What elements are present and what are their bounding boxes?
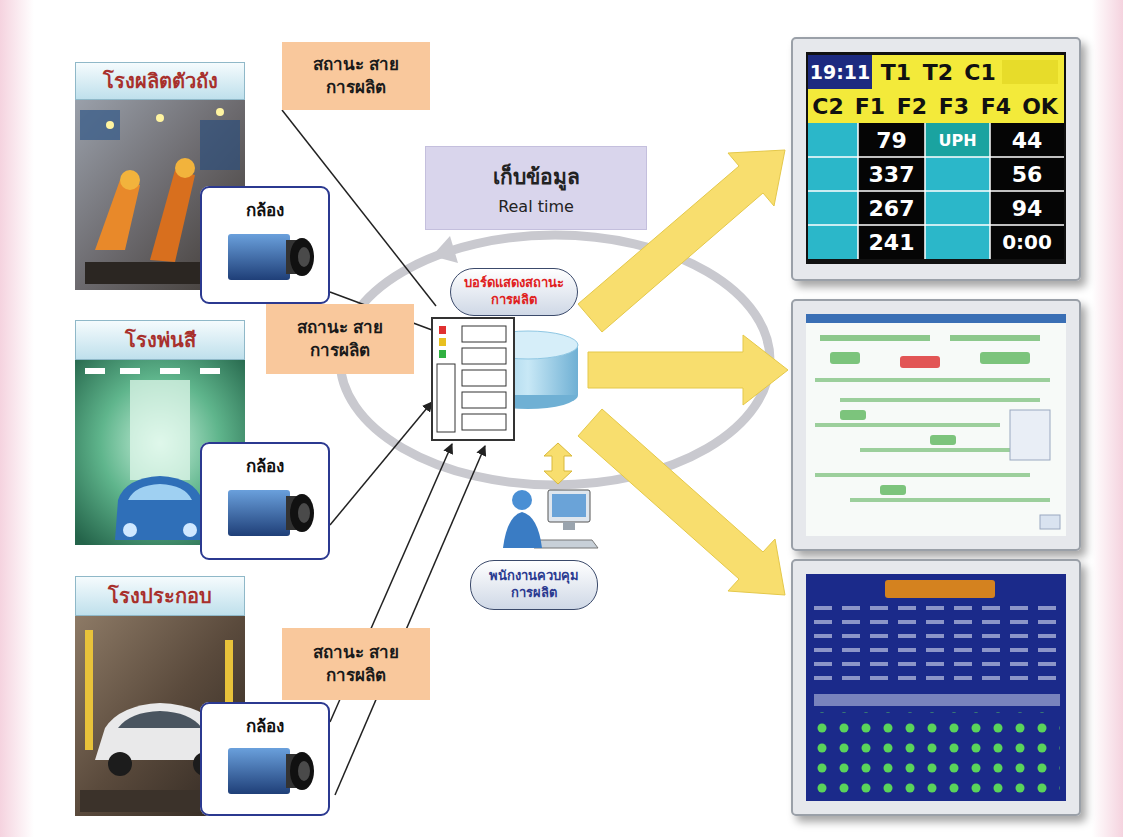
node-text: บอร์ดแสดงสถานะ การผลิต <box>460 275 568 309</box>
node-text: สถานะ สายการผลิต <box>286 316 394 362</box>
node-text: โรงผลิตตัวถัง <box>82 65 238 97</box>
server-rack <box>432 318 514 440</box>
camera-box: กล้อง <box>200 186 330 304</box>
screen-cell-text: T2 <box>918 55 958 89</box>
node-text: สถานะ สายการผลิต <box>302 641 410 687</box>
screen-cell-text: F2 <box>892 89 932 123</box>
camera-box: กล้อง <box>200 442 330 560</box>
node-text: เก็บข้อมูล <box>436 160 636 193</box>
node-text: Real time <box>436 197 636 216</box>
screen-cell-text: 44 <box>990 123 1064 157</box>
screen-cell-text: UPH <box>925 123 990 157</box>
node-text: กล้อง <box>202 712 328 739</box>
screen-cell-text: F3 <box>934 89 974 123</box>
status-box: สถานะ สายการผลิต <box>282 42 430 110</box>
node-text: กล้อง <box>202 452 328 479</box>
screen-cell-text: T1 <box>876 55 916 89</box>
status-box: สถานะ สายการผลิต <box>266 304 414 374</box>
status-monitor <box>792 38 1080 280</box>
node-text: โรงพ่นสี <box>82 324 238 356</box>
screen-cell-text: 241 <box>858 225 925 259</box>
screen-cell-text: OK <box>1018 89 1062 123</box>
layout-monitor <box>792 300 1080 550</box>
camera-icons <box>200 186 330 816</box>
screen-cell-text: C1 <box>960 55 1000 89</box>
node-text: สถานะ สายการผลิต <box>302 53 410 99</box>
screen-cell-text: C2 <box>808 89 848 123</box>
screen-cell-text: 19:11 <box>808 55 872 89</box>
screen-cell-text: 337 <box>858 157 925 191</box>
screen-cell-text: F4 <box>976 89 1016 123</box>
plant-header: โรงประกอบ <box>75 576 245 616</box>
node-text: พนักงานควบคุม การผลิต <box>480 568 588 602</box>
board-pill: บอร์ดแสดงสถานะ การผลิต <box>450 268 578 316</box>
screen-cell-text: 267 <box>858 191 925 225</box>
status-box: สถานะ สายการผลิต <box>282 628 430 700</box>
node-text: โรงประกอบ <box>82 580 238 612</box>
camera-box: กล้อง <box>200 702 330 816</box>
double-arrow <box>544 443 572 484</box>
operator-pill: พนักงานควบคุม การผลิต <box>470 560 598 610</box>
plant-header: โรงพ่นสี <box>75 320 245 360</box>
operator-icon <box>503 490 598 548</box>
plant-header: โรงผลิตตัวถัง <box>75 62 245 100</box>
screen-cell-text: 94 <box>990 191 1064 225</box>
dashboard-monitor <box>792 560 1080 815</box>
screen-cell-text: F1 <box>850 89 890 123</box>
screen-cell-text: 56 <box>990 157 1064 191</box>
data-collect-box: เก็บข้อมูล Real time <box>425 146 647 230</box>
screen-cell-text: 0:00 <box>990 225 1064 259</box>
node-text: กล้อง <box>202 196 328 223</box>
screen-cell-text: 79 <box>858 123 925 157</box>
